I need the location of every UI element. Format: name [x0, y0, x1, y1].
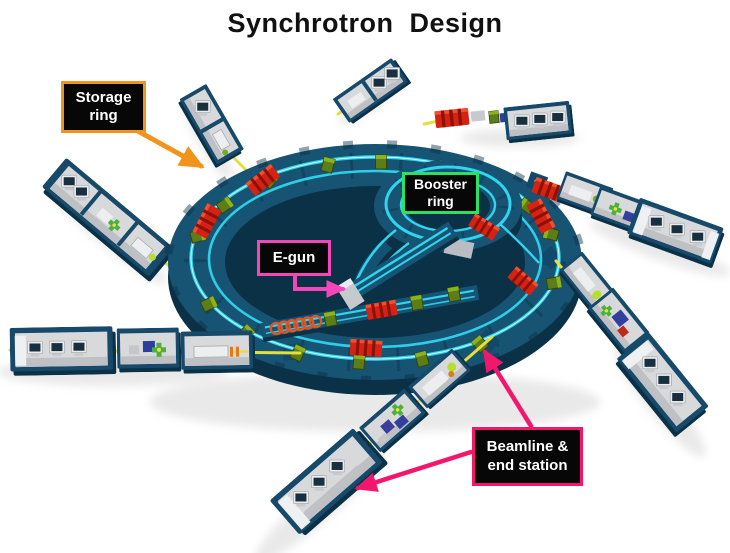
beamline-west-upper — [39, 157, 177, 283]
storage-ring-label-line2: ring — [89, 107, 118, 124]
storage-ring-label-line1: Storage — [75, 88, 132, 106]
beamline-northeast — [434, 100, 575, 144]
beamline-arrow-upper — [482, 348, 534, 429]
beamline-hutch-northwest — [176, 83, 246, 169]
storage-ring-arrow — [133, 127, 205, 169]
e-gun-arrow — [293, 273, 347, 298]
beamline-west — [9, 326, 256, 376]
beamline-label-line2: end station — [487, 456, 568, 474]
beamline-hutch-north — [332, 56, 412, 126]
booster-ring-label: Booster ring — [402, 172, 479, 214]
quadrupole-magnet-icon — [488, 110, 500, 124]
injection-line — [260, 285, 481, 342]
booster-ring-label-line2: ring — [427, 193, 454, 209]
beamline-label-line1: Beamline & — [486, 438, 569, 456]
transfer-line — [499, 223, 540, 264]
callout-arrows — [133, 127, 534, 492]
booster-ring-label-line1: Booster — [414, 175, 467, 192]
beamline-end-station-label: Beamline & end station — [472, 427, 583, 486]
e-gun-linac — [335, 221, 460, 311]
storage-ring-label: Storage ring — [61, 81, 146, 133]
page-title: Synchrotron Design — [227, 8, 503, 38]
e-gun-label-text: E-gun — [272, 248, 316, 266]
beamline-south — [269, 347, 475, 539]
beamline-east — [531, 171, 727, 269]
beamline-southeast — [557, 251, 711, 438]
dipole-magnet-icon — [434, 107, 470, 129]
coil-icon — [269, 314, 323, 336]
e-gun-label: E-gun — [257, 240, 331, 276]
end-station-arrow — [354, 449, 474, 492]
